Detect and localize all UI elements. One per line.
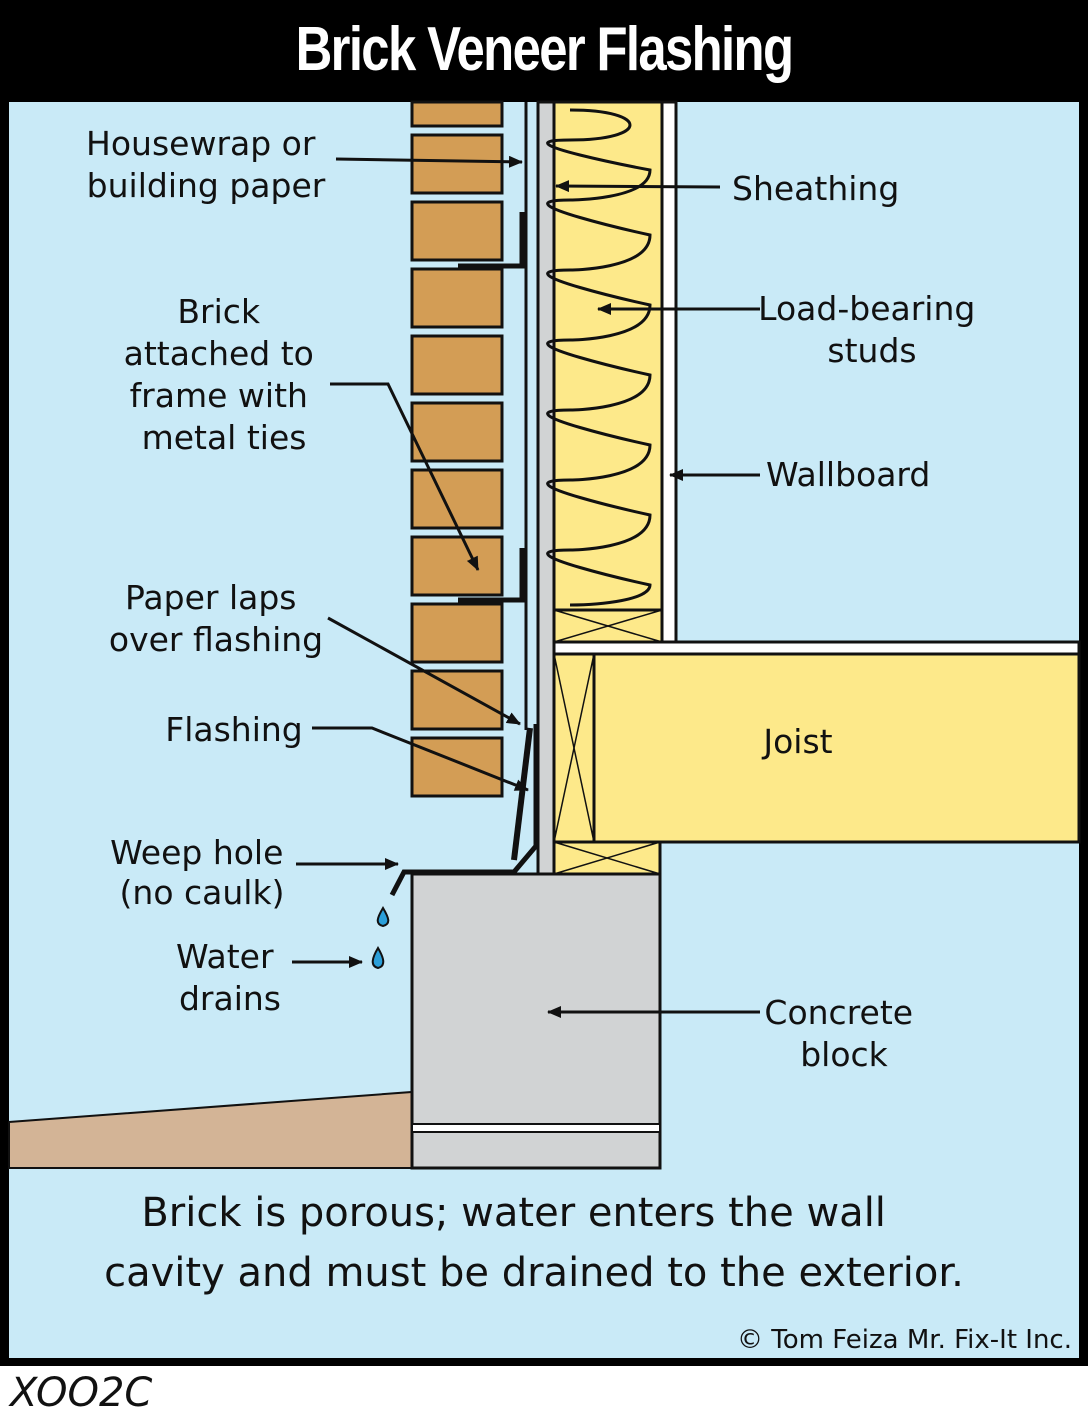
flashing [389, 724, 539, 897]
concrete-block [410, 872, 662, 1170]
brick [410, 669, 504, 731]
sill-plate [552, 840, 662, 876]
joist [592, 652, 1081, 844]
metal-tie-upper [458, 212, 525, 269]
paper-lap [511, 727, 533, 861]
label-sheathing: Sheathing [732, 169, 899, 208]
brick [410, 535, 504, 597]
brick [410, 133, 504, 195]
label-weep-hole: Weep hole (no caulk) [110, 833, 294, 912]
water-drop-1 [376, 906, 390, 928]
diagram-svg: Housewrap or building paper Brick attach… [8, 100, 1081, 1355]
brick [410, 468, 504, 530]
wallboard [660, 100, 678, 644]
insulation-squiggle [546, 108, 652, 607]
water-drop-2 [371, 946, 385, 970]
brick [410, 736, 504, 798]
label-flashing: Flashing [165, 710, 303, 749]
label-housewrap: Housewrap or building paper [86, 124, 326, 205]
label-wallboard: Wallboard [766, 455, 930, 494]
brick [410, 401, 504, 463]
brick [410, 334, 504, 396]
rim-joist [552, 652, 596, 844]
top-plate-block [552, 608, 664, 644]
label-paper-laps: Paper laps over flashing [109, 578, 323, 659]
subfloor [552, 640, 1081, 656]
copyright: © Tom Feiza Mr. Fix-It Inc. [737, 1325, 1072, 1355]
brick [410, 602, 504, 664]
leader-lines [292, 155, 760, 1018]
brick [410, 200, 504, 262]
ground [8, 1090, 413, 1169]
label-joist: Joist [761, 722, 832, 761]
caption: Brick is porous; water enters the wall c… [104, 1190, 964, 1296]
brick [410, 267, 504, 329]
brick [410, 100, 504, 128]
label-studs: Load-bearing studs [758, 289, 986, 370]
metal-tie-lower [458, 548, 525, 603]
label-water-drains: Water drains [176, 937, 284, 1018]
brick-veneer [410, 100, 504, 798]
diagram-title: Brick Veneer Flashing [295, 15, 794, 84]
label-brick-ties: Brick attached to frame with metal ties [124, 292, 325, 457]
label-concrete: Concrete block [764, 993, 923, 1074]
figure-code: XOO2C [10, 1370, 153, 1416]
